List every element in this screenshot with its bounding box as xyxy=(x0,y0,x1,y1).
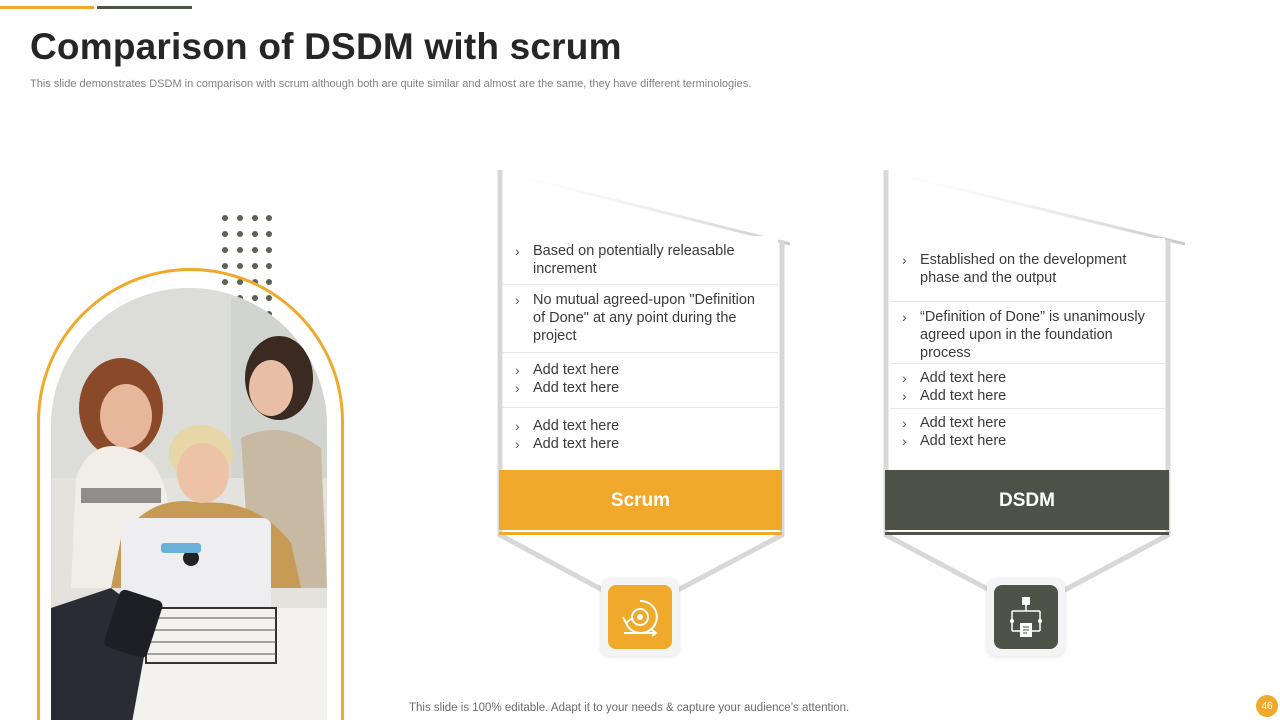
scrum-row-text: No mutual agreed-upon "Definition of Don… xyxy=(533,292,755,344)
slide-title: Comparison of DSDM with scrum xyxy=(30,26,622,67)
agile-cycle-icon xyxy=(622,599,658,637)
scrum-icon-tile xyxy=(601,578,679,656)
chevron-right-icon: › xyxy=(515,292,520,308)
scrum-row-text: Add text here xyxy=(533,362,620,378)
footer-note: This slide is 100% editable. Adapt it to… xyxy=(409,702,850,714)
scrum-label: Scrum xyxy=(610,490,671,511)
dsdm-label-band: DSDM xyxy=(885,470,1169,535)
scrum-row-2: › No mutual agreed-upon "Definition of D… xyxy=(503,285,778,353)
dsdm-row-line: › Add text here xyxy=(902,414,1153,432)
dsdm-row-line: › Add text here xyxy=(902,369,1153,387)
arch-frame xyxy=(37,268,344,720)
chevron-right-icon: › xyxy=(902,388,907,404)
dsdm-row-text: Add text here xyxy=(920,370,1007,386)
team-photo xyxy=(51,288,327,720)
chevron-right-icon: › xyxy=(515,380,520,396)
dsdm-icon-tile xyxy=(987,578,1065,656)
dsdm-row-text: Add text here xyxy=(920,415,1007,431)
dsdm-row-2: › “Definition of Done” is unanimously ag… xyxy=(890,302,1165,364)
dsdm-card: › Established on the development phase a… xyxy=(890,238,1165,470)
dsdm-row-text: Established on the development phase and… xyxy=(920,252,1127,286)
accent-bar-orange xyxy=(0,6,94,9)
chevron-right-icon: › xyxy=(902,415,907,431)
dsdm-row-4: › Add text here › Add text here xyxy=(890,409,1165,464)
scrum-row-1: › Based on potentially releasable increm… xyxy=(503,236,778,285)
scrum-row-text: Add text here xyxy=(533,380,620,396)
chevron-right-icon: › xyxy=(515,243,520,259)
chevron-right-icon: › xyxy=(515,436,520,452)
scrum-row-line: › Add text here xyxy=(515,361,766,379)
dsdm-row-text: Add text here xyxy=(920,433,1007,449)
accent-bar-dark xyxy=(97,6,192,9)
scrum-label-band: Scrum xyxy=(499,470,782,535)
scrum-row-line: › Add text here xyxy=(515,417,766,435)
scrum-row-line: › Add text here xyxy=(515,435,766,453)
chevron-right-icon: › xyxy=(902,252,907,268)
chevron-right-icon: › xyxy=(902,370,907,386)
scrum-row-4: › Add text here › Add text here xyxy=(503,408,778,466)
scrum-row-text: Add text here xyxy=(533,436,620,452)
page-number-badge: 46 xyxy=(1256,695,1278,717)
chevron-right-icon: › xyxy=(515,362,520,378)
dsdm-row-text: “Definition of Done” is unanimously agre… xyxy=(920,309,1145,361)
chevron-right-icon: › xyxy=(902,309,907,325)
slide-subtitle: This slide demonstrates DSDM in comparis… xyxy=(30,78,752,90)
chevron-right-icon: › xyxy=(902,433,907,449)
dsdm-row-1: › Established on the development phase a… xyxy=(890,238,1165,302)
chevron-right-icon: › xyxy=(515,418,520,434)
dsdm-row-3: › Add text here › Add text here xyxy=(890,364,1165,409)
dsdm-label: DSDM xyxy=(999,490,1055,511)
scrum-row-line: › Add text here xyxy=(515,379,766,397)
flowchart-icon xyxy=(1010,597,1042,637)
dsdm-row-line: › Add text here xyxy=(902,432,1153,450)
dsdm-row-line: › Add text here xyxy=(902,387,1153,405)
scrum-row-3: › Add text here › Add text here xyxy=(503,353,778,408)
dsdm-row-text: Add text here xyxy=(920,388,1007,404)
scrum-row-text: Add text here xyxy=(533,418,620,434)
scrum-row-text: Based on potentially releasable incremen… xyxy=(533,243,735,277)
scrum-card: › Based on potentially releasable increm… xyxy=(503,236,778,468)
